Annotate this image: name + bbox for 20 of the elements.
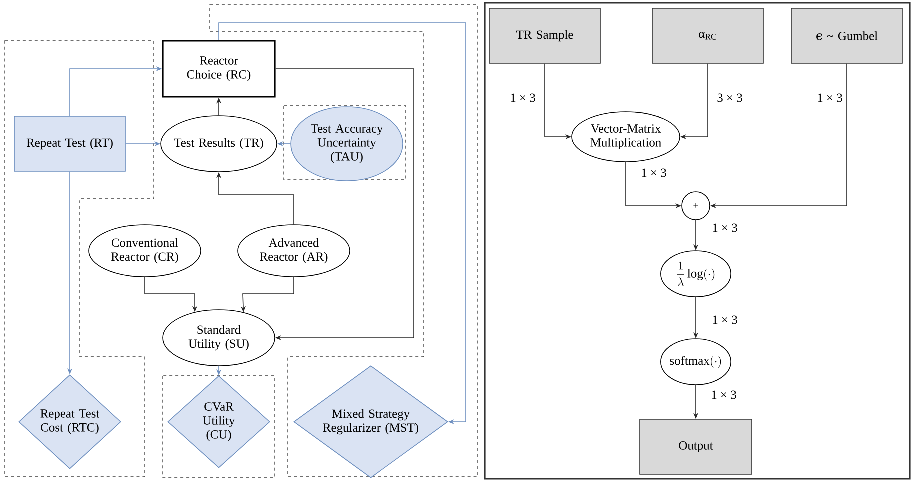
ellipse-node: Advanced Reactor (AR) [238, 224, 350, 278]
edge-label: 1 × 3 [711, 314, 739, 326]
ellipse-node: Standard Utility (SU) [162, 310, 276, 366]
edge-label: 3 × 3 [716, 92, 744, 104]
process-box: Reactor Choice (RC) [162, 40, 276, 98]
arrow [218, 22, 466, 425]
output-box: Output [640, 419, 752, 475]
process-box: Repeat Test (RT) [14, 116, 126, 172]
input-box: ϵ ~ Gumbel [791, 8, 903, 64]
ellipse-node: Test Results (TR) [160, 116, 278, 172]
edge-label: 1 × 3 [711, 222, 739, 234]
edge-label: 1 × 3 [816, 92, 844, 104]
ellipse-node: Test Accuracy Uncertainty (TAU) [290, 106, 404, 182]
edge-label: 1 × 3 [710, 390, 738, 400]
edge-label: 1 × 3 [640, 168, 668, 178]
input-box: TR Sample [489, 8, 601, 64]
edge-label: 1 × 3 [509, 92, 537, 104]
ellipse-node: Conventional Reactor (CR) [88, 224, 202, 278]
arrow [275, 68, 414, 341]
input-box: α$_{RC}$ [652, 8, 764, 64]
